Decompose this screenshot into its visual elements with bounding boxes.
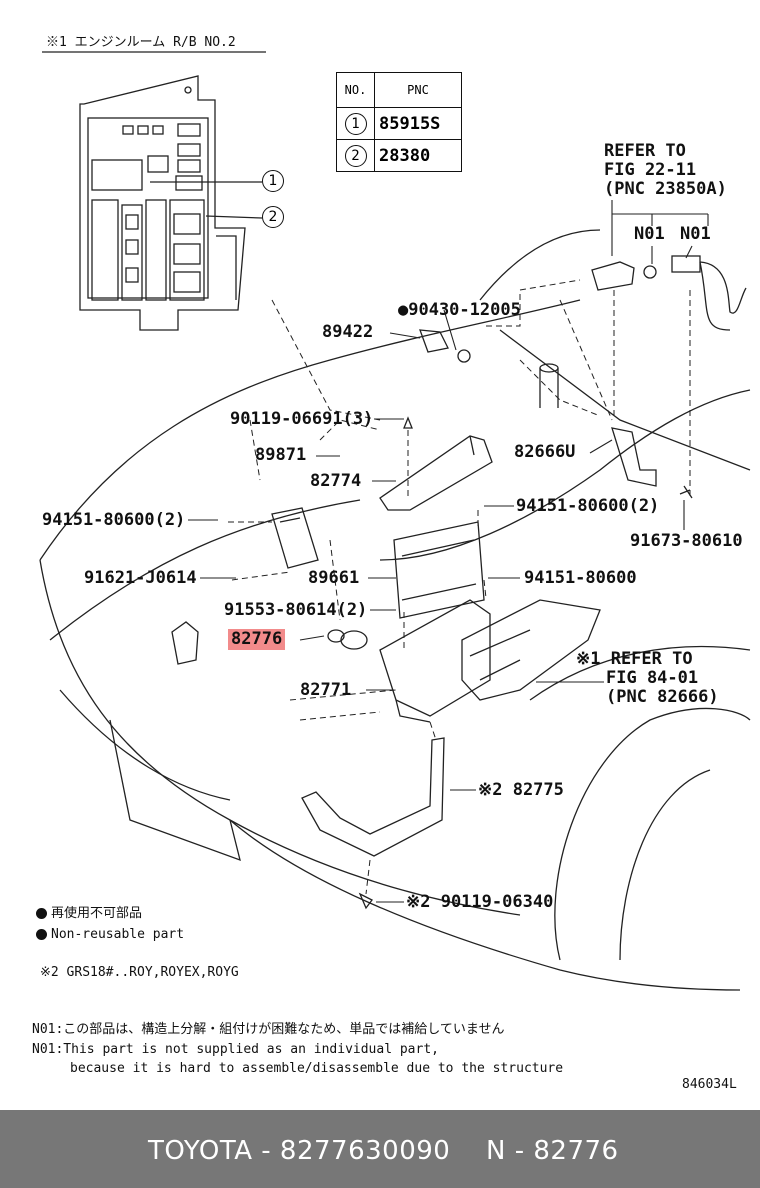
n01-note-en2: because it is hard to assemble/disassemb… xyxy=(70,1061,564,1076)
header-note: ※1 エンジンルーム R/B NO.2 xyxy=(46,35,236,50)
legend-jp: 再使用不可部品 xyxy=(36,907,142,920)
footer-pnc: N - 82776 xyxy=(486,1136,619,1166)
part-label-82774[interactable]: 82774 xyxy=(310,471,362,491)
row-pnc[interactable]: 85915S xyxy=(374,107,462,140)
refer-bottom-line1: ※1 REFER TO xyxy=(576,649,693,669)
part-label-94151-80600-2-left[interactable]: 94151-80600(2) xyxy=(42,510,186,530)
relay-box-drawing xyxy=(79,75,246,331)
callout-2: 2 xyxy=(262,206,284,228)
pnc-col-no: NO. xyxy=(336,72,375,108)
legend-en: Non-reusable part xyxy=(36,928,184,941)
part-shapes xyxy=(171,255,747,910)
part-label-90119-06340[interactable]: ※2 90119-06340 xyxy=(406,892,554,912)
row-no: 1 xyxy=(344,112,367,135)
part-label-91553-80614[interactable]: 91553-80614(2) xyxy=(224,600,368,620)
refer-top-line3: (PNC 23850A) xyxy=(604,179,727,199)
diagram-line-art xyxy=(39,51,751,991)
table-row: 1 85915S xyxy=(336,107,462,140)
footer-part-number: TOYOTA - 8277630090 xyxy=(148,1136,451,1166)
dashed-lines xyxy=(228,279,691,895)
part-label-94151-80600[interactable]: 94151-80600 xyxy=(524,568,637,588)
parts-diagram: ※1 エンジンルーム R/B NO.2 NO. PNC 1 85915S 2 2… xyxy=(32,35,751,1092)
pnc-col-pnc: PNC xyxy=(374,72,462,108)
part-label-91673-80610[interactable]: 91673-80610 xyxy=(630,531,743,551)
leader-lines xyxy=(188,200,709,903)
non-reusable-dot-icon xyxy=(36,929,47,940)
row-pnc[interactable]: 28380 xyxy=(374,139,462,172)
part-label-89661[interactable]: 89661 xyxy=(308,568,360,588)
table-row: 2 28380 xyxy=(336,139,462,172)
part-label-82666u[interactable]: 82666U xyxy=(514,442,576,462)
refer-bottom-line3: (PNC 82666) xyxy=(606,687,719,707)
n01-note-en1: N01:This part is not supplied as an indi… xyxy=(32,1042,439,1057)
refer-top-line2[interactable]: FIG 22-11 xyxy=(604,160,697,180)
part-label-n01-a: N01 xyxy=(634,224,665,244)
refer-top-line1: REFER TO xyxy=(604,141,686,161)
callout-1: 1 xyxy=(262,170,284,192)
footer-bar: TOYOTA - 8277630090 N - 82776 xyxy=(0,1110,760,1188)
part-label-90119-06691[interactable]: 90119-06691(3) xyxy=(230,409,374,429)
part-label-82771[interactable]: 82771 xyxy=(300,680,352,700)
part-label-82776-highlighted[interactable]: 82776 xyxy=(228,629,286,650)
part-label-82775[interactable]: ※2 82775 xyxy=(478,780,564,800)
part-label-89422[interactable]: 89422 xyxy=(322,322,374,342)
part-label-91621-j0614[interactable]: 91621-J0614 xyxy=(84,568,197,588)
n01-note-jp: N01:この部品は、構造上分解・組付けが困難なため、単品では補給していません xyxy=(32,1022,505,1037)
refer-bottom-line2[interactable]: FIG 84-01 xyxy=(606,668,699,688)
pnc-table: NO. PNC 1 85915S 2 28380 xyxy=(336,72,462,172)
pnc-table-header-row: NO. PNC xyxy=(336,72,462,108)
part-label-94151-80600-2-right[interactable]: 94151-80600(2) xyxy=(516,496,660,516)
car-body-outline xyxy=(39,229,751,991)
non-reusable-dot-icon xyxy=(36,908,47,919)
part-label-n01-b: N01 xyxy=(680,224,711,244)
drawing-id: 846034L xyxy=(682,1077,737,1092)
part-label-90430-12005[interactable]: ●90430-12005 xyxy=(398,300,521,320)
row-no: 2 xyxy=(344,144,367,167)
part-label-89871[interactable]: 89871 xyxy=(255,445,307,465)
model-note: ※2 GRS18#..ROY,ROYEX,ROYG xyxy=(40,965,239,980)
